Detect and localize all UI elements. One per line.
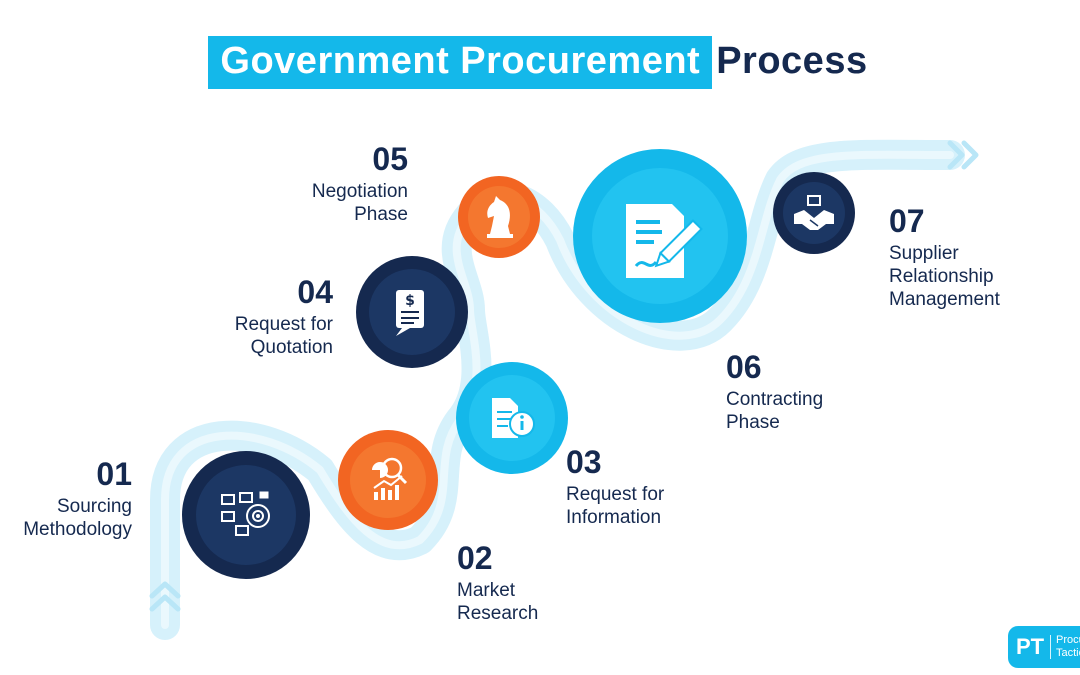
step-02-node <box>338 430 438 530</box>
logo-mark: PT <box>1016 634 1045 659</box>
step-number: 02 <box>457 540 493 576</box>
step-title: Contracting Phase <box>726 388 896 434</box>
step-number: 01 <box>96 456 132 492</box>
step-03-node <box>456 362 568 474</box>
title-highlight: Government Procurement <box>208 36 713 89</box>
step-title-line: Market <box>457 580 516 601</box>
target-board-icon <box>221 491 270 536</box>
step-number: 05 <box>372 141 408 177</box>
svg-text:$: $ <box>405 293 415 309</box>
step-title-line: Sourcing <box>57 496 132 517</box>
chess-knight-icon <box>487 196 513 238</box>
step-01-node <box>182 451 310 579</box>
step-04-node: $ <box>356 256 468 368</box>
step-title-line: Contracting <box>726 389 824 410</box>
analytics-magnifier-icon <box>372 457 408 500</box>
step-title-line: Phase <box>354 204 408 225</box>
step-title-line: Management <box>889 289 1000 310</box>
step-03-label: 03 Request for Information <box>566 445 736 529</box>
step-title-line: Information <box>566 507 662 528</box>
step-title-line: Phase <box>726 412 780 433</box>
contract-signing-icon <box>626 204 703 278</box>
step-number: 04 <box>297 274 333 310</box>
step-title-line: Request for <box>566 484 665 505</box>
step-title: Market Research <box>457 579 617 625</box>
invoice-quote-icon: $ <box>396 290 424 336</box>
step-title: Request for Information <box>566 483 736 529</box>
logo-divider <box>1050 635 1051 659</box>
step-number: 06 <box>726 349 762 385</box>
handshake-icon <box>794 195 834 230</box>
step-02-label: 02 Market Research <box>457 541 617 625</box>
step-title-line: Methodology <box>23 519 132 540</box>
step-05-label: 05 Negotiation Phase <box>260 142 408 226</box>
step-07-node <box>773 172 855 254</box>
logo-word-1: Procurement <box>1056 634 1080 646</box>
step-06-node <box>573 149 747 323</box>
step-title-line: Relationship <box>889 266 994 287</box>
step-title: Sourcing Methodology <box>0 495 132 541</box>
step-title-line: Quotation <box>250 337 333 358</box>
step-title: Supplier Relationship Management <box>889 242 1074 311</box>
step-07-label: 07 Supplier Relationship Management <box>889 204 1074 311</box>
step-title-line: Supplier <box>889 243 959 264</box>
logo-word-2: Tactics <box>1056 647 1080 659</box>
step-title-line: Request for <box>234 314 333 335</box>
start-chevrons <box>149 581 181 612</box>
step-title-line: Research <box>457 603 539 624</box>
step-06-label: 06 Contracting Phase <box>726 350 896 434</box>
step-01-label: 01 Sourcing Methodology <box>0 457 132 541</box>
step-number: 07 <box>889 203 925 239</box>
step-number: 03 <box>566 444 602 480</box>
end-chevrons <box>947 140 979 170</box>
step-04-label: 04 Request for Quotation <box>190 275 333 359</box>
step-title-line: Negotiation <box>311 181 408 202</box>
brand-logo: PT Procurement Tactics <box>1008 626 1080 668</box>
step-title: Negotiation Phase <box>260 180 408 226</box>
title-rest: Process <box>716 40 868 82</box>
step-05-node <box>458 176 540 258</box>
step-title: Request for Quotation <box>190 313 333 359</box>
info-document-icon <box>492 398 535 438</box>
